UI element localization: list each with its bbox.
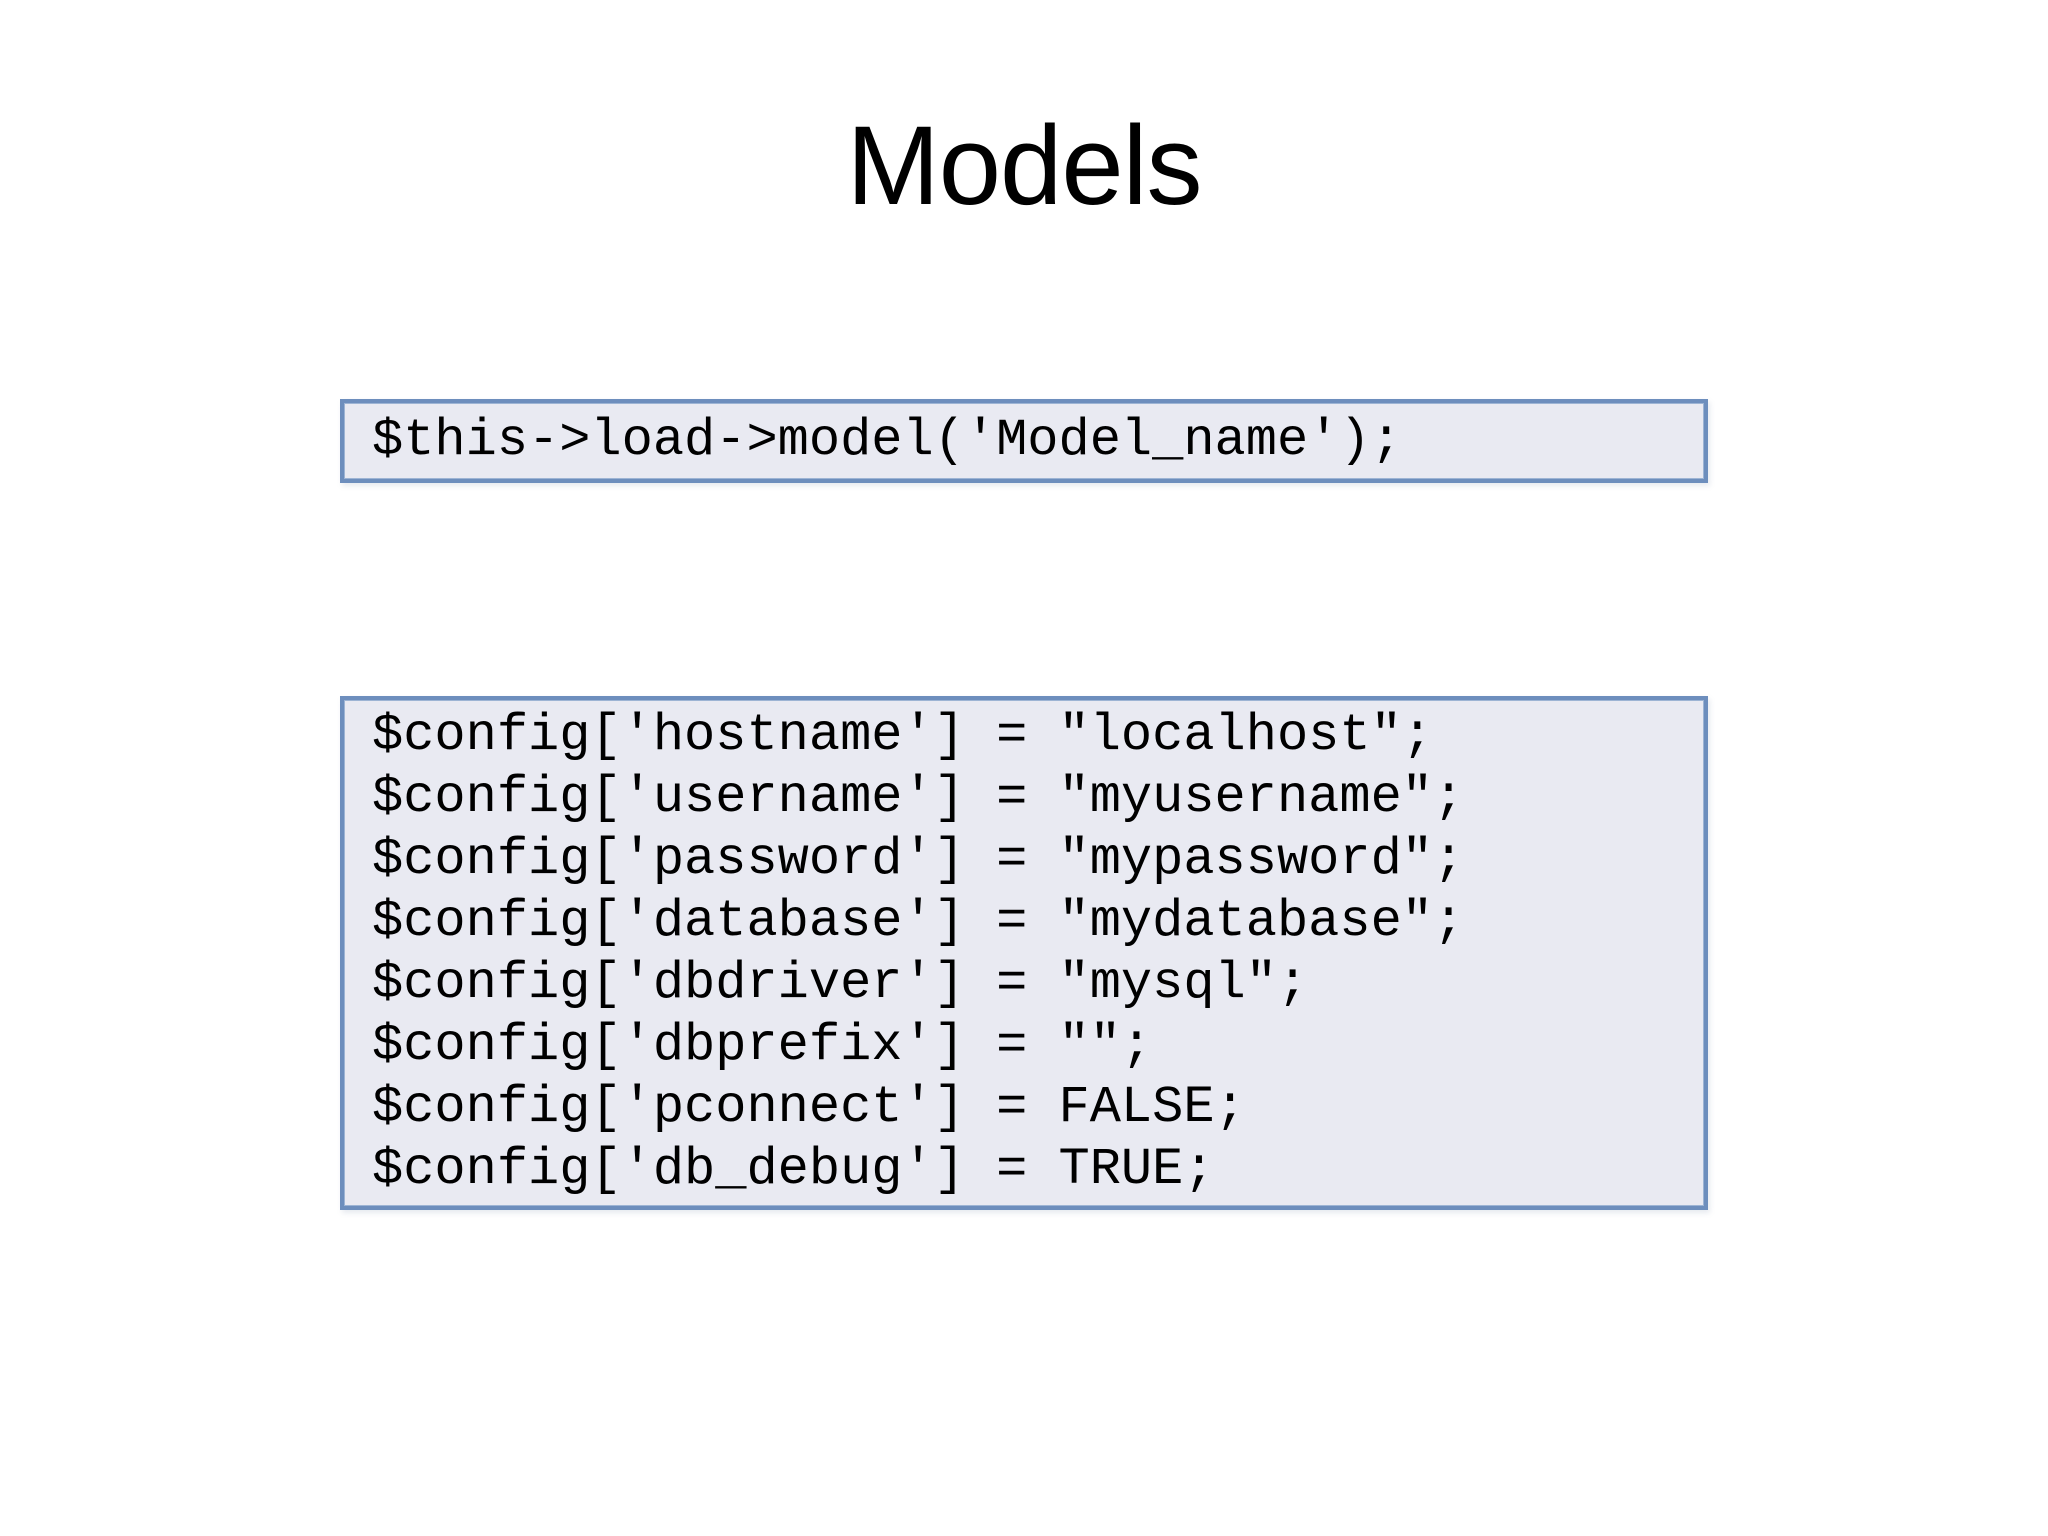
code-line: $this->load->model('Model_name'); [372,411,1402,470]
code-line: $config['db_debug'] = TRUE; [372,1140,1215,1199]
code-line: $config['username'] = "myusername"; [372,768,1465,827]
code-box-db-config: $config['hostname'] = "localhost"; $conf… [340,696,1708,1210]
code-box-model-load: $this->load->model('Model_name'); [340,399,1708,483]
code-line: $config['dbdriver'] = "mysql"; [372,954,1309,1013]
code-line: $config['hostname'] = "localhost"; [372,706,1433,765]
code-line: $config['password'] = "mypassword"; [372,830,1465,889]
code-line: $config['pconnect'] = FALSE; [372,1078,1246,1137]
slide-title: Models [846,103,1202,228]
code-line: $config['dbprefix'] = ""; [372,1016,1153,1075]
code-line: $config['database'] = "mydatabase"; [372,892,1465,951]
